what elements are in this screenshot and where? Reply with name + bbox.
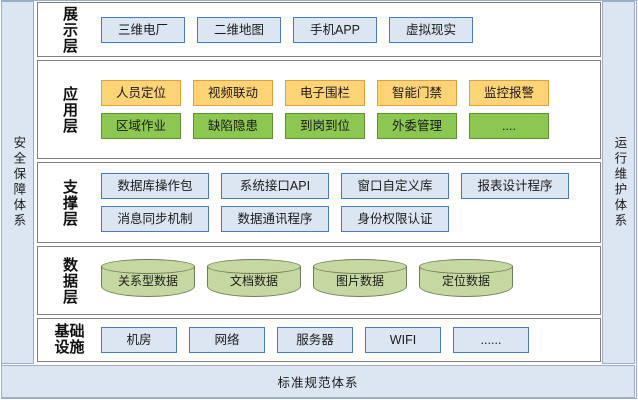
layer-label-text: 应用层 (61, 85, 78, 134)
layer-label-infrastructure: 基础设施 (38, 319, 101, 361)
layer-label-line: 基础 (54, 323, 85, 341)
node-chip[interactable]: .... (469, 113, 549, 139)
node-chip[interactable]: ...... (453, 327, 529, 353)
node-chip[interactable]: 三维电厂 (101, 16, 185, 43)
data-store-cylinder[interactable]: 关系型数据 (101, 258, 195, 303)
node-chip[interactable]: 数据库操作包 (101, 173, 209, 199)
data-store-cylinder[interactable]: 文档数据 (207, 258, 301, 303)
cylinder-label: 定位数据 (441, 273, 490, 288)
node-chip[interactable]: 人员定位 (101, 80, 181, 106)
node-chip[interactable]: 网络 (189, 327, 265, 353)
layer-label-text: 数据层 (61, 256, 78, 305)
right-band-label: 运行维护体系 (612, 136, 627, 229)
node-row: 区域作业缺陷隐患到岗到位外委管理.... (101, 113, 596, 139)
node-chip[interactable]: 机房 (101, 327, 177, 353)
layer-label-text: 支撑层 (61, 178, 78, 227)
layer-label-presentation: 展示层 (38, 3, 101, 56)
layer-label-text: 展示层 (61, 5, 78, 54)
layer-presentation: 展示层 三维电厂二维地图手机APP 虚拟现实 (37, 2, 601, 57)
cylinder-top-ellipse (101, 258, 195, 274)
node-chip[interactable]: 到岗到位 (285, 113, 365, 139)
right-band-operation-maintenance: 运行维护体系 (602, 1, 635, 364)
node-chip[interactable]: 窗口自定义库 (341, 173, 449, 199)
data-store-cylinder[interactable]: 图片数据 (313, 258, 407, 303)
node-chip[interactable]: 缺陷隐患 (193, 113, 273, 139)
layer-label-application: 应用层 (38, 61, 101, 158)
node-chip[interactable]: 数据通讯程序 (221, 206, 329, 232)
node-chip[interactable]: 二维地图 (197, 16, 281, 43)
cylinder-label: 图片数据 (335, 273, 384, 288)
node-chip[interactable]: 监控报警 (469, 80, 549, 106)
layer-support: 支撑层 数据库操作包系统接口API 窗口自定义库报表设计程序消息同步机制数据通讯程序… (37, 162, 601, 243)
node-row: 三维电厂二维地图手机APP 虚拟现实 (101, 16, 596, 43)
layer-body-infrastructure: 机房网络服务器 WIFI...... (101, 319, 600, 361)
node-chip[interactable]: 智能门禁 (377, 80, 457, 106)
node-row: 消息同步机制数据通讯程序身份权限认证 (101, 206, 596, 232)
node-row: 机房网络服务器 WIFI...... (101, 327, 596, 353)
left-band-label: 安全保障体系 (11, 136, 26, 229)
node-chip[interactable]: WIFI (365, 327, 441, 353)
node-chip[interactable]: 服务器 (277, 327, 353, 353)
bottom-band-standard-specification: 标准规范体系 (1, 365, 635, 398)
layer-label-line: 设施 (54, 339, 85, 356)
data-store-cylinder[interactable]: 定位数据 (419, 258, 513, 303)
layer-body-support: 数据库操作包系统接口API 窗口自定义库报表设计程序消息同步机制数据通讯程序身份权… (101, 163, 600, 242)
layer-application: 应用层人员定位视频联动电子围栏智能门禁监控报警区域作业缺陷隐患到岗到位外委管理.… (37, 60, 601, 159)
cylinder-label: 关系型数据 (117, 273, 178, 288)
cylinder-top-ellipse (419, 258, 513, 274)
cylinder-top-ellipse (207, 258, 301, 274)
bottom-band-label: 标准规范体系 (277, 376, 359, 390)
node-chip[interactable]: 报表设计程序 (461, 173, 569, 199)
node-chip[interactable]: 系统接口API (221, 173, 329, 199)
node-chip[interactable]: 视频联动 (193, 80, 273, 106)
layer-infrastructure: 基础设施机房网络服务器 WIFI...... (37, 318, 601, 362)
node-chip[interactable]: 手机APP (293, 16, 377, 43)
node-chip[interactable]: 虚拟现实 (389, 16, 473, 43)
node-chip[interactable]: 外委管理 (377, 113, 457, 139)
layer-body-application: 人员定位视频联动电子围栏智能门禁监控报警区域作业缺陷隐患到岗到位外委管理.... (101, 61, 600, 158)
cylinder-label: 文档数据 (229, 273, 278, 288)
node-chip[interactable]: 身份权限认证 (341, 206, 449, 232)
node-row: 数据库操作包系统接口API 窗口自定义库报表设计程序 (101, 173, 596, 199)
left-band-security-assurance: 安全保障体系 (1, 1, 34, 364)
node-row: 人员定位视频联动电子围栏智能门禁监控报警 (101, 80, 596, 106)
node-chip[interactable]: 消息同步机制 (101, 206, 209, 232)
node-chip[interactable]: 区域作业 (101, 113, 181, 139)
layer-body-presentation: 三维电厂二维地图手机APP 虚拟现实 (101, 3, 600, 56)
layer-body-data: 关系型数据 文档数据 图片数据 定位数据 (101, 247, 600, 314)
layer-label-data: 数据层 (38, 247, 101, 314)
node-chip[interactable]: 电子围栏 (285, 80, 365, 106)
node-row: 关系型数据 文档数据 图片数据 定位数据 (101, 258, 596, 303)
layer-label-support: 支撑层 (38, 163, 101, 242)
cylinder-top-ellipse (313, 258, 407, 274)
layer-data: 数据层 关系型数据 文档数据 图片数据 定位数据 (37, 246, 601, 315)
